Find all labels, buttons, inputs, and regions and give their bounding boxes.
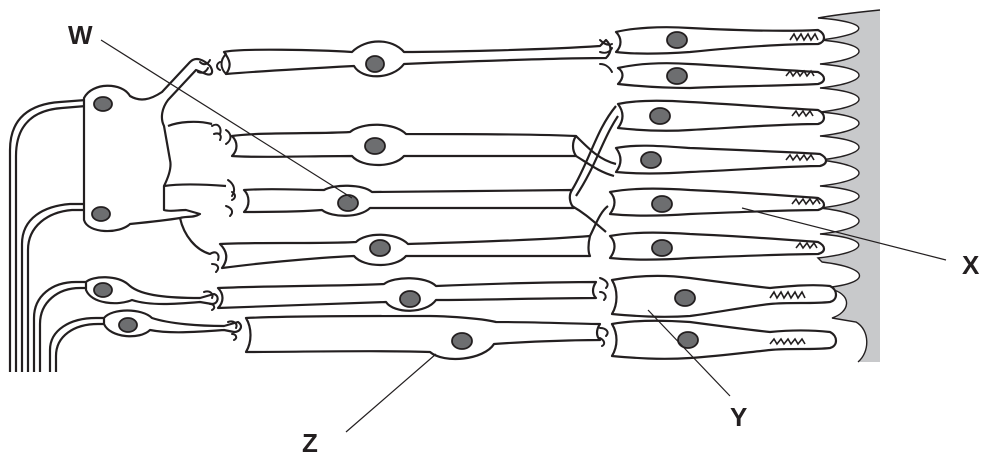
label-w: W [68, 20, 93, 50]
bipolar-cells [216, 38, 612, 360]
bipolar-nucleus-1 [365, 55, 385, 73]
bipolar-nucleus-6 [451, 332, 473, 350]
ganglion-nucleus-2 [91, 206, 111, 222]
synaptic-terminals [197, 39, 613, 347]
receptor-nucleus-6 [651, 239, 673, 257]
receptor-nucleus-2 [666, 67, 688, 85]
receptor-nucleus-5 [651, 195, 673, 213]
labels: W X Y Z [68, 20, 980, 455]
ganglion-nucleus-4 [118, 317, 138, 333]
receptor-nucleus-7 [674, 289, 696, 307]
bipolar-nucleus-4 [369, 239, 391, 257]
receptor-nucleus-4 [640, 151, 662, 169]
bipolar-nucleus-2 [364, 137, 386, 155]
optic-axons [8, 98, 104, 372]
receptor-nucleus-1 [666, 31, 688, 49]
leader-y [647, 309, 731, 397]
label-leaders [100, 39, 947, 433]
receptor-cells [608, 26, 838, 360]
ganglion-cells [82, 57, 243, 338]
receptor-nucleus-8 [677, 331, 699, 349]
leader-w [100, 39, 353, 199]
ganglion-nucleus-1 [93, 96, 113, 112]
leader-z [345, 353, 437, 433]
receptor-nucleus-3 [649, 107, 671, 125]
ganglion-nucleus-3 [93, 282, 113, 298]
label-y: Y [730, 402, 747, 432]
epithelium [816, 9, 881, 363]
label-x: X [962, 250, 980, 280]
bipolar-nucleus-3 [337, 194, 359, 212]
label-z: Z [302, 428, 318, 455]
bipolar-nucleus-5 [399, 290, 421, 308]
connecting-processes [163, 105, 619, 256]
leader-x [741, 207, 947, 261]
